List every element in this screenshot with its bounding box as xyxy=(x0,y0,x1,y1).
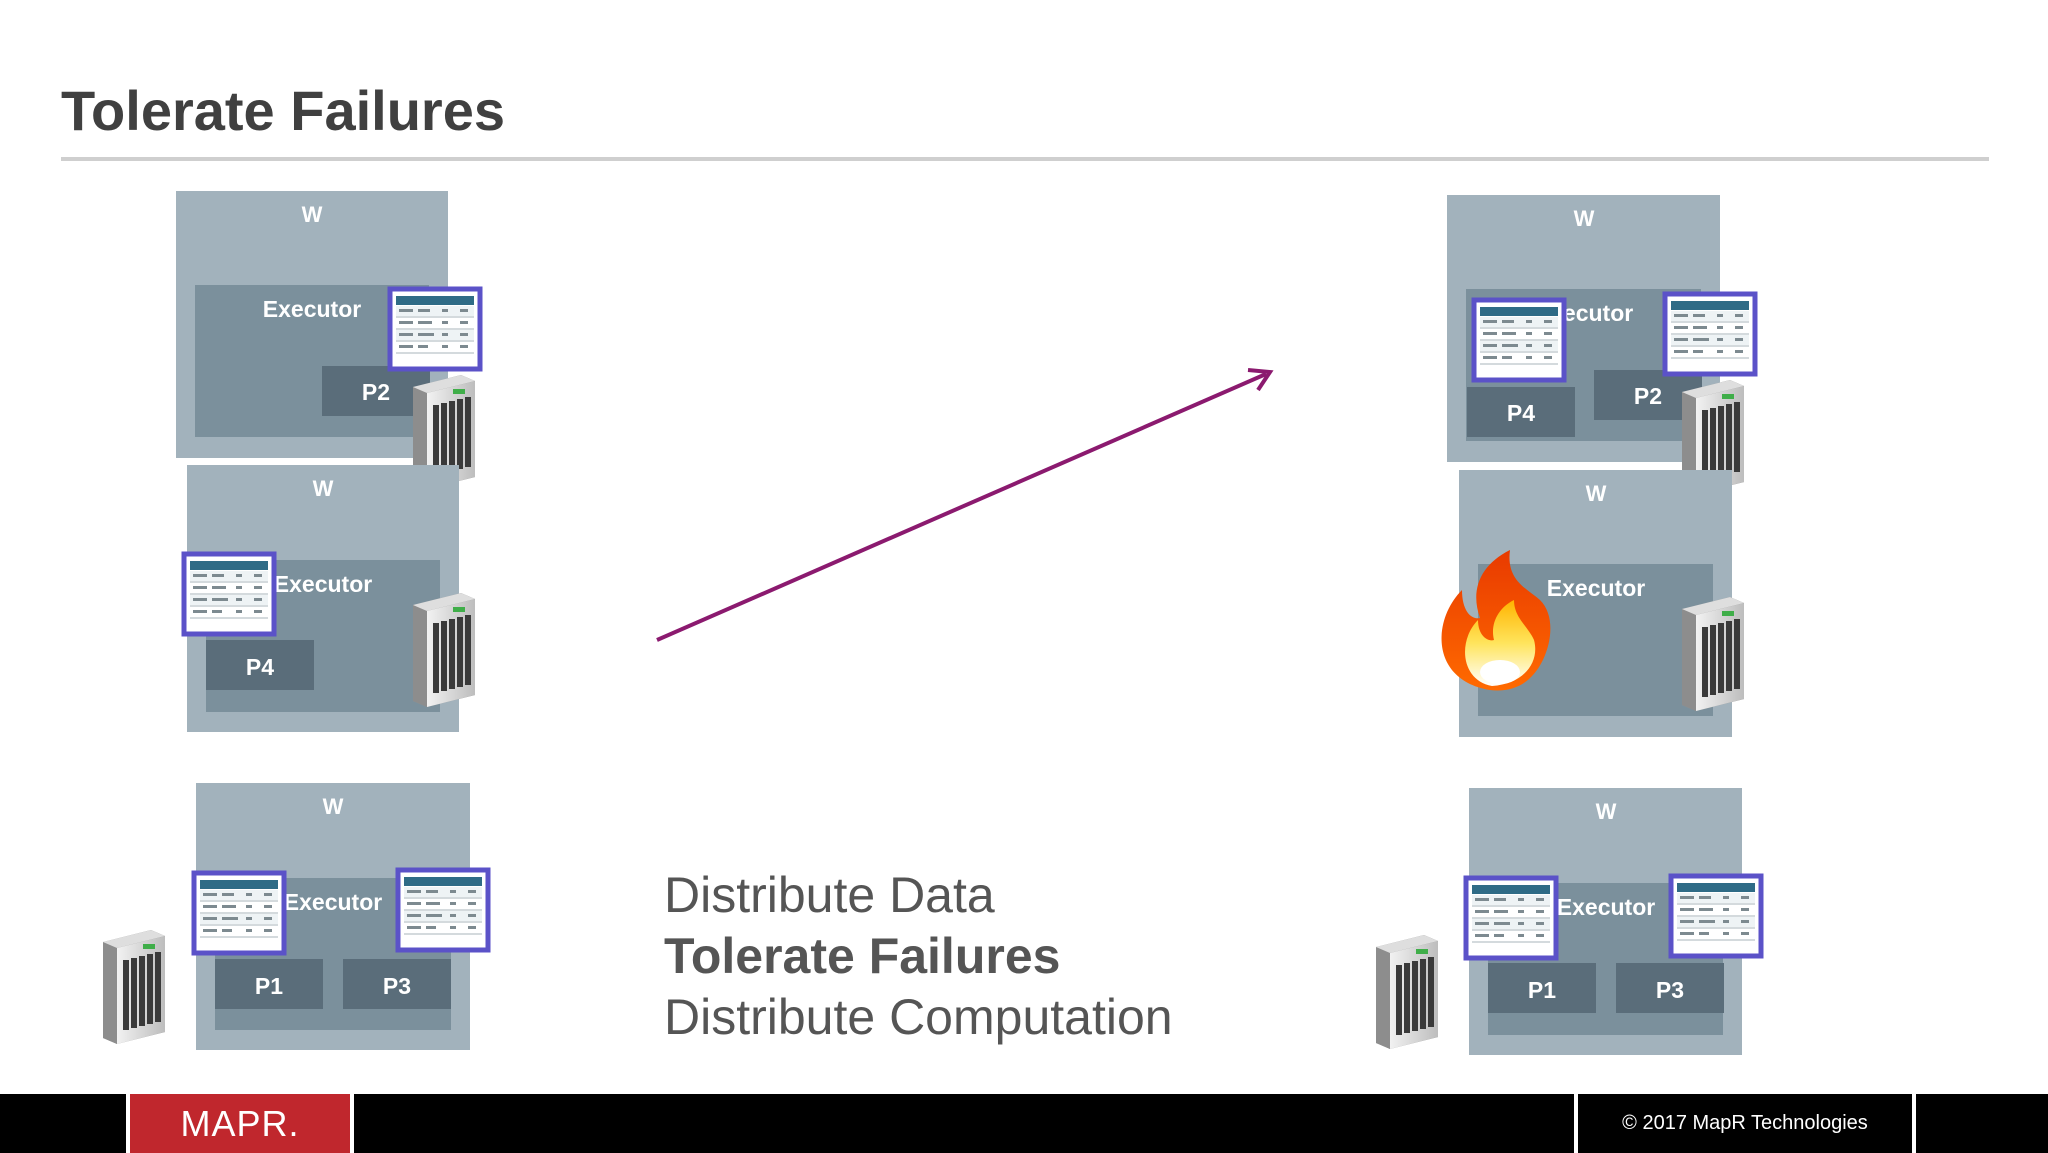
copyright-text: © 2017 MapR Technologies xyxy=(1622,1112,1868,1134)
server-icon xyxy=(1682,597,1744,711)
footer-separator xyxy=(126,1094,130,1153)
partition-label: P4 xyxy=(246,654,274,680)
footer-separator xyxy=(1574,1094,1578,1153)
title-divider xyxy=(61,157,1989,161)
partition-block xyxy=(1616,963,1724,1013)
bullet-item: Distribute Data xyxy=(664,867,995,923)
server-icon xyxy=(103,930,165,1044)
footer-separator xyxy=(350,1094,354,1153)
worker-label: W xyxy=(1574,206,1595,231)
data-block xyxy=(1665,294,1755,374)
bullet-item-highlighted: Tolerate Failures xyxy=(664,928,1061,984)
partition-block xyxy=(343,959,451,1009)
data-block xyxy=(390,289,480,369)
partition-label: P4 xyxy=(1507,400,1535,426)
worker-label: W xyxy=(302,202,323,227)
executor-label: Executor xyxy=(284,889,382,915)
executor-label: Executor xyxy=(263,296,361,322)
partition-label: P1 xyxy=(255,973,283,999)
data-block xyxy=(398,870,488,950)
footer-separator xyxy=(1912,1094,1916,1153)
data-block xyxy=(1466,878,1556,958)
partition-label: P3 xyxy=(383,973,411,999)
partition-block xyxy=(1467,387,1575,437)
worker-label: W xyxy=(323,794,344,819)
partition-block xyxy=(1488,963,1596,1013)
partition-label: P2 xyxy=(362,379,390,405)
data-block xyxy=(194,873,284,953)
worker-node: W Executor P4 xyxy=(184,465,475,732)
worker-node: W Executor P1 P3 xyxy=(1376,788,1761,1055)
worker-label: W xyxy=(313,476,334,501)
data-block xyxy=(1474,300,1564,380)
worker-label: W xyxy=(1586,481,1607,506)
transition-arrow xyxy=(656,368,1274,642)
logo-text: MAPR. xyxy=(180,1103,300,1144)
partition-label: P3 xyxy=(1656,977,1684,1003)
executor-label: Executor xyxy=(1557,894,1655,920)
brand-logo: MAPR. xyxy=(130,1094,350,1153)
bullet-item: Distribute Computation xyxy=(664,989,1173,1045)
data-block xyxy=(184,554,274,634)
failed-worker-node: W Executor xyxy=(1441,470,1744,737)
worker-node: W Executor P2 xyxy=(176,191,480,489)
server-icon xyxy=(1376,935,1438,1049)
worker-node: W Executor P1 P3 xyxy=(103,783,488,1050)
server-icon xyxy=(413,593,475,707)
partition-block xyxy=(322,366,430,416)
partition-block xyxy=(215,959,323,1009)
page-title: Tolerate Failures xyxy=(61,79,506,142)
fire-icon xyxy=(1441,550,1551,691)
bullet-list: Distribute Data Tolerate Failures Distri… xyxy=(664,865,1173,1048)
data-block xyxy=(1671,876,1761,956)
worker-label: W xyxy=(1596,799,1617,824)
partition-label: P2 xyxy=(1634,383,1662,409)
executor-label: Executor xyxy=(274,571,372,597)
worker-node: W Executor P4 P2 xyxy=(1447,195,1755,494)
partition-block xyxy=(206,640,314,690)
executor-label: Executor xyxy=(1547,575,1645,601)
partition-label: P1 xyxy=(1528,977,1556,1003)
